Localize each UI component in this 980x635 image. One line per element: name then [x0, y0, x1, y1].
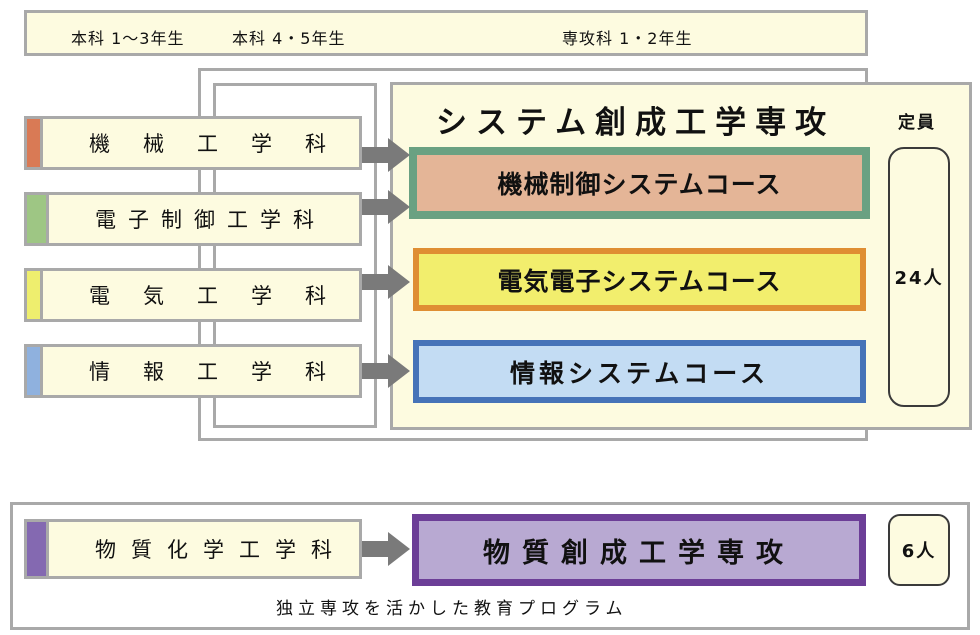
arrow-right-icon	[362, 354, 410, 388]
department-color-swatch	[27, 119, 43, 167]
department-label: 電気工学科	[89, 284, 359, 308]
system-major-title: システム創成工学専攻	[436, 105, 836, 141]
department-mechanical-engineering: 機械工学科	[24, 116, 362, 170]
department-label: 情報工学科	[89, 360, 359, 384]
course-mechanical-control-systems: 機械制御システムコース	[409, 147, 870, 219]
header-advanced-years: 専攻科 1・2年生	[562, 29, 693, 48]
header-undergrad-years-4-5: 本科 4・5年生	[232, 29, 346, 48]
department-color-swatch	[27, 195, 49, 243]
department-label: 機械工学科	[89, 132, 359, 156]
arrow-right-icon	[362, 138, 410, 172]
system-major-capacity-value: 24人	[894, 268, 944, 289]
department-color-swatch	[27, 271, 43, 319]
materials-section-panel	[10, 502, 970, 630]
department-electronic-control-engineering: 電子制御工学科	[24, 192, 362, 246]
department-color-swatch	[27, 522, 49, 576]
connector-inner-frame	[213, 83, 377, 428]
course-electrical-electronic-systems: 電気電子システムコース	[413, 248, 866, 311]
capacity-label: 定員	[898, 113, 936, 133]
year-header-bar: 本科 1〜3年生 本科 4・5年生 専攻科 1・2年生	[24, 10, 868, 56]
department-label: 物質化学工学科	[95, 538, 347, 562]
arrow-right-icon	[362, 532, 410, 566]
course-information-systems: 情報システムコース	[413, 340, 866, 403]
department-label: 電子制御工学科	[95, 208, 326, 232]
materials-major-title: 物質創成工学専攻	[412, 514, 866, 586]
system-major-capacity-box: 24人	[888, 147, 950, 407]
department-color-swatch	[27, 347, 43, 395]
department-electrical-engineering: 電気工学科	[24, 268, 362, 322]
department-materials-chemical-engineering: 物質化学工学科	[24, 519, 362, 579]
arrow-right-icon	[362, 265, 410, 299]
department-information-engineering: 情報工学科	[24, 344, 362, 398]
materials-major-capacity-box: 6人	[888, 514, 950, 586]
arrow-right-icon	[362, 190, 410, 224]
materials-caption: 独立専攻を活かした教育プログラム	[276, 599, 628, 619]
header-undergrad-years-1-3: 本科 1〜3年生	[71, 29, 185, 48]
